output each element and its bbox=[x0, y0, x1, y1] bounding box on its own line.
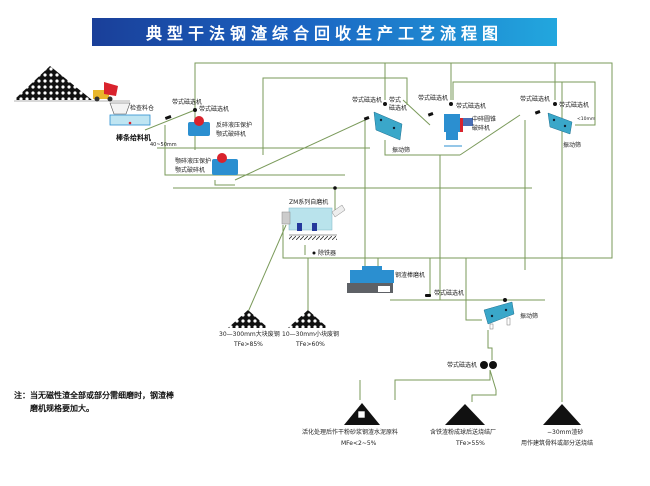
junction-dot bbox=[503, 298, 507, 302]
product-label-cement-material: 活化处理后作干粉砂浆钢渣水泥原料 bbox=[302, 428, 398, 436]
belt-magnetic-separator-icon bbox=[164, 115, 172, 120]
product-label-slag-sand: −30mm渣砂 bbox=[547, 428, 583, 436]
screen-2-label: 振动筛 bbox=[563, 141, 581, 149]
flow-line bbox=[394, 370, 491, 400]
rod-mill-label: 钢渣棒磨机 bbox=[395, 271, 425, 279]
flow-line bbox=[471, 369, 497, 402]
product-pile-small-scrap bbox=[288, 310, 328, 328]
crusher-1-label-line1: 反碎液压保护 bbox=[216, 121, 252, 129]
vibrating-screen-icon bbox=[373, 111, 403, 141]
product-pile-iron-powder bbox=[445, 404, 485, 425]
autogenous-mill-label: ZM系列自磨机 bbox=[289, 198, 328, 206]
iron-removal-icon bbox=[312, 251, 316, 255]
belt-separator-label-4-line2: 磁选机 bbox=[389, 104, 407, 112]
product-label-small-scrap: 10—30mm小块废钢 bbox=[282, 330, 339, 338]
belt-separator-label-3: 带式磁选机 bbox=[352, 96, 382, 104]
size-label-10mm: <10mm bbox=[577, 116, 595, 122]
belt-magnetic-separator-icon bbox=[534, 110, 541, 115]
jaw-crusher-icon bbox=[212, 153, 238, 175]
belt-magnetic-separator-icon bbox=[363, 116, 370, 121]
crusher-3-label-line1: 中碎圆锥 bbox=[472, 115, 496, 123]
crusher-2-label-line1: 颚碎液压保护 bbox=[175, 157, 211, 165]
hopper-icon bbox=[109, 102, 131, 115]
flow-line-loop-2 bbox=[262, 77, 408, 155]
flow-line bbox=[384, 140, 460, 156]
diagram-title-banner: 典型干法钢渣综合回收生产工艺流程图 bbox=[92, 18, 557, 46]
belt-separator-label-2: 带式磁选机 bbox=[199, 105, 229, 113]
crusher-3-label-line2: 破碎机 bbox=[472, 124, 490, 132]
vibrating-screen-icon bbox=[483, 301, 515, 330]
vibrating-screen-icon bbox=[547, 112, 573, 135]
product-grade-large-scrap: TFe>85% bbox=[233, 341, 263, 348]
product-label-iron-powder: 含铁渣粉成球后送烧结厂 bbox=[430, 428, 496, 436]
rod-mill-icon bbox=[347, 266, 394, 293]
flow-line bbox=[214, 180, 235, 186]
belt-magnetic-separator-icon bbox=[553, 102, 557, 106]
product-pile-slag-sand bbox=[543, 404, 581, 425]
crusher-1-label-line2: 颚式破碎机 bbox=[216, 130, 246, 138]
impact-crusher-icon bbox=[188, 116, 210, 136]
autogenous-mill-icon bbox=[281, 204, 346, 240]
footnote: 注：当无磁性渣全部或部分需细磨时，钢渣棒 磨机规格要加大。 bbox=[14, 389, 219, 415]
flow-lines bbox=[144, 62, 613, 402]
product-grade-iron-powder: TFe>55% bbox=[455, 440, 485, 447]
cone-crusher-icon bbox=[444, 114, 473, 147]
belt-separator-label-7: 带式磁选机 bbox=[520, 95, 550, 103]
flow-line bbox=[487, 330, 493, 360]
product-pile-large-scrap bbox=[228, 310, 268, 328]
drum-magnetic-separator-icon bbox=[480, 361, 497, 369]
flow-line-top-outer bbox=[194, 62, 613, 225]
hopper-label: 检查料仓 bbox=[130, 104, 154, 112]
conveyor-line bbox=[234, 119, 366, 181]
conveyor-line bbox=[459, 114, 521, 156]
raw-slag-pile bbox=[14, 66, 92, 100]
crusher-2-label-line2: 颚式破碎机 bbox=[175, 166, 205, 174]
iron-removal-label: 除铁器 bbox=[318, 249, 336, 257]
bar-feeder-icon bbox=[109, 114, 151, 126]
product-grade-slag-sand: 用作建筑骨料或部分送烧结 bbox=[521, 439, 593, 447]
belt-separator-label-4-line1: 带式 bbox=[389, 96, 401, 104]
belt-magnetic-separator-icon bbox=[425, 294, 431, 297]
product-grade-cement-material: MFe<2~5% bbox=[341, 440, 377, 447]
belt-separator-label-1: 带式磁选机 bbox=[172, 98, 202, 106]
product-pile-cement-material bbox=[344, 403, 380, 425]
product-label-large-scrap: 30—300mm大块废钢 bbox=[219, 330, 280, 338]
belt-magnetic-separator-icon bbox=[383, 102, 387, 106]
belt-magnetic-separator-icon bbox=[193, 108, 197, 112]
flow-line-loop-3 bbox=[452, 81, 596, 126]
belt-magnetic-separator-icon bbox=[449, 102, 453, 106]
footnote-line-2: 磨机规格要加大。 bbox=[30, 404, 94, 413]
belt-separator-label-9: 带式磁选机 bbox=[434, 289, 464, 297]
flow-line bbox=[282, 225, 613, 259]
size-label-40-50mm: 40~50mm bbox=[150, 142, 177, 148]
flow-line bbox=[164, 168, 345, 176]
drum-separator-label: 带式磁选机 bbox=[447, 361, 477, 369]
belt-magnetic-separator-icon bbox=[427, 112, 434, 117]
belt-separator-label-8: 带式磁选机 bbox=[559, 101, 589, 109]
bar-feeder-label: 棒条给料机 bbox=[116, 133, 151, 142]
diagram-title: 典型干法钢渣综合回收生产工艺流程图 bbox=[145, 24, 503, 43]
flow-line bbox=[402, 99, 431, 126]
flow-line bbox=[247, 224, 287, 313]
screen-1-label: 振动筛 bbox=[392, 146, 410, 154]
belt-separator-label-5: 带式磁选机 bbox=[418, 94, 448, 102]
footnote-line-1: 注：当无磁性渣全部或部分需细磨时，钢渣棒 bbox=[14, 391, 174, 400]
product-grade-small-scrap: TFe>60% bbox=[295, 341, 325, 348]
belt-separator-label-6: 带式磁选机 bbox=[456, 102, 486, 110]
conveyor-line bbox=[144, 109, 196, 131]
dump-truck-icon bbox=[93, 82, 118, 102]
junction-dot bbox=[333, 186, 337, 190]
flow-line bbox=[465, 258, 482, 321]
screen-3-label: 振动筛 bbox=[520, 312, 538, 320]
